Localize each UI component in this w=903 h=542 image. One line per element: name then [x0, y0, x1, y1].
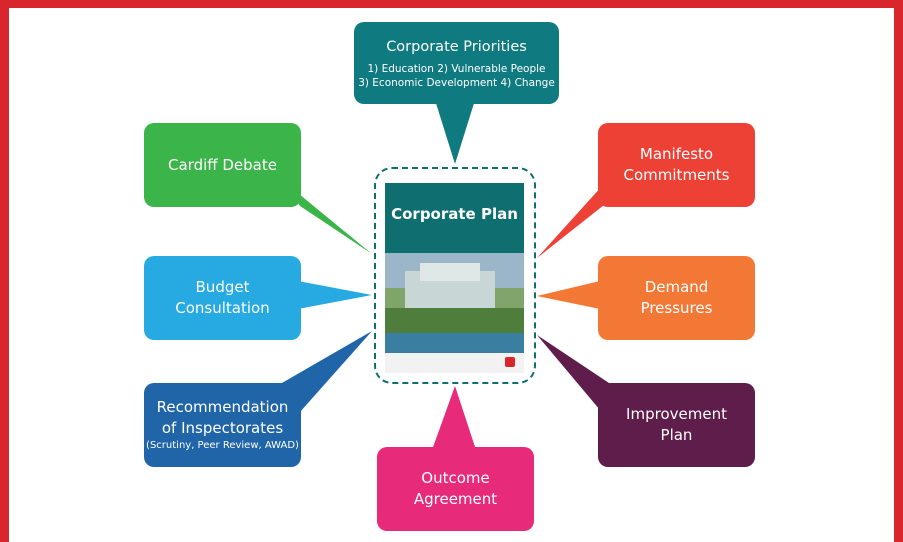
- tail-demand: [537, 281, 600, 309]
- improvement-line2: Plan: [660, 426, 693, 444]
- tail-improvement: [537, 335, 615, 410]
- building-photo: [385, 253, 524, 353]
- node-budget-consultation: Budget Consultation: [144, 256, 301, 340]
- node-demand-pressures: Demand Pressures: [598, 256, 755, 340]
- corporate-plan-cover: Corporate Plan: [385, 183, 524, 373]
- tail-cardiff-debate: [282, 180, 372, 254]
- recommendation-line1: Recommendation: [156, 398, 289, 416]
- budget-line1: Budget: [195, 278, 250, 296]
- node-improvement-plan: Improvement Plan: [598, 383, 755, 467]
- node-cardiff-debate: Cardiff Debate: [144, 123, 301, 207]
- tail-budget: [298, 281, 372, 309]
- corporate-plan-outline: [374, 167, 536, 384]
- manifesto-line2: Commitments: [623, 166, 730, 184]
- outcome-line1: Outcome: [421, 469, 490, 487]
- tail-manifesto: [537, 175, 612, 258]
- node-manifesto-commitments: Manifesto Commitments: [598, 123, 755, 207]
- manifesto-line1: Manifesto: [639, 145, 714, 163]
- priorities-title: Corporate Priorities: [386, 38, 527, 55]
- node-outcome-agreement: Outcome Agreement: [377, 447, 534, 531]
- improvement-line1: Improvement: [626, 405, 727, 423]
- cover-footer: [385, 353, 524, 373]
- outcome-line2: Agreement: [413, 490, 498, 508]
- node-corporate-priorities: Corporate Priorities 1) Education 2) Vul…: [354, 22, 559, 104]
- demand-line1: Demand: [644, 278, 709, 296]
- dragon-logo-icon: [505, 357, 515, 367]
- demand-line2: Pressures: [640, 299, 713, 317]
- cardiff-debate-label: Cardiff Debate: [168, 155, 277, 174]
- tail-outcome: [432, 386, 476, 450]
- tail-priorities: [435, 100, 475, 164]
- node-recommendation-inspectorates: Recommendation of Inspectorates (Scrutin…: [144, 383, 301, 467]
- priorities-line1: 1) Education 2) Vulnerable People: [367, 62, 546, 75]
- recommendation-line2: of Inspectorates: [161, 419, 284, 437]
- skyline-icon: [385, 183, 524, 205]
- recommendation-line3: (Scrutiny, Peer Review, AWAD): [146, 440, 299, 451]
- budget-line2: Consultation: [175, 299, 270, 317]
- cover-title: Corporate Plan: [391, 205, 518, 223]
- priorities-line2: 3) Economic Development 4) Change: [358, 76, 555, 89]
